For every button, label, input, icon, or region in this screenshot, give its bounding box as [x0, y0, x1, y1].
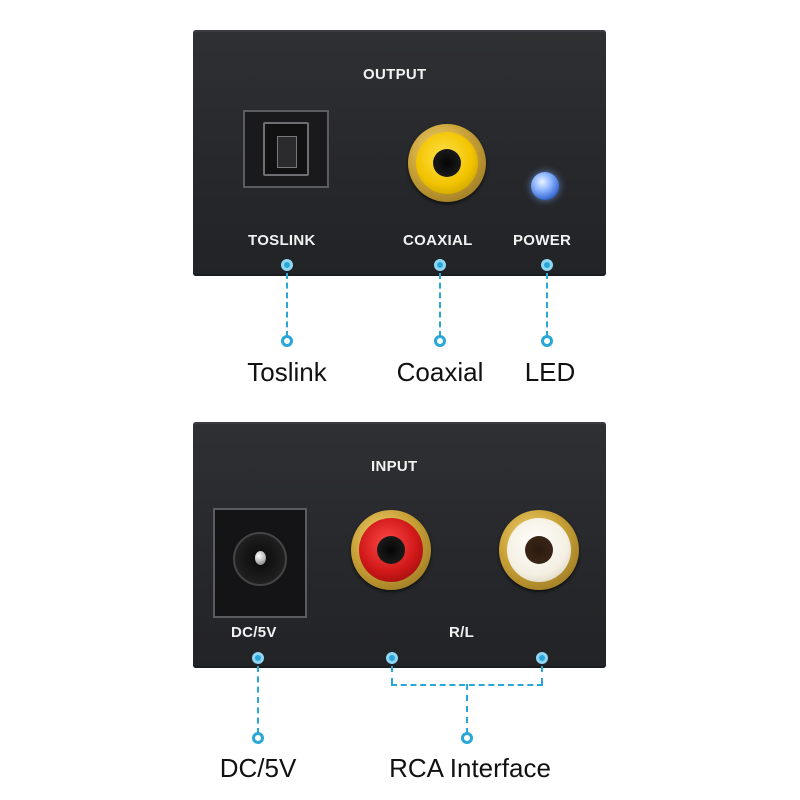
toslink-callout-dot: [281, 335, 293, 347]
rca-caption: RCA Interface: [389, 753, 551, 783]
toslink-port: [243, 110, 329, 188]
dc-jack-pin: [255, 551, 266, 565]
coaxial-marker: [434, 259, 446, 271]
rca-right-jack: [351, 510, 431, 590]
output-title: OUTPUT: [363, 66, 427, 83]
toslink-label: TOSLINK: [248, 232, 316, 249]
dc-power-jack: [213, 508, 307, 618]
rca-right-hole: [376, 535, 406, 565]
dc-caption: DC/5V: [219, 753, 297, 783]
rca-right-marker: [386, 652, 398, 664]
rca-left-jack: [499, 510, 579, 590]
dc-jack-hole: [233, 532, 287, 586]
coaxial-jack-hole: [432, 148, 462, 178]
coaxial-label: COAXIAL: [403, 232, 473, 249]
toslink-marker: [281, 259, 293, 271]
toslink-slot: [277, 136, 297, 168]
output-panel: OUTPUT TOSLINK COAXIAL POWER: [193, 30, 606, 276]
rca-left-marker: [536, 652, 548, 664]
power-label: POWER: [513, 232, 572, 249]
input-title: INPUT: [371, 458, 418, 475]
coaxial-caption: Coaxial: [396, 357, 484, 387]
dc-callout-dot: [252, 732, 264, 744]
coaxial-leader-line: [439, 273, 441, 337]
rca-left-hole: [524, 535, 554, 565]
led-callout-dot: [541, 335, 553, 347]
toslink-port-inner: [263, 122, 309, 176]
rca-right-leader-line: [391, 666, 393, 684]
dc-marker: [252, 652, 264, 664]
power-marker: [541, 259, 553, 271]
power-led: [531, 172, 559, 200]
dc-leader-line: [257, 666, 259, 734]
dc-label: DC/5V: [231, 624, 277, 641]
input-panel: INPUT DC/5V R/L: [193, 422, 606, 668]
rca-left-leader-line: [541, 666, 543, 684]
toslink-caption: Toslink: [247, 357, 327, 387]
rl-label: R/L: [449, 624, 475, 641]
toslink-leader-line: [286, 273, 288, 337]
led-leader-line: [546, 273, 548, 337]
rca-leader-line: [466, 684, 468, 734]
led-caption: LED: [524, 357, 576, 387]
coaxial-jack: [408, 124, 486, 202]
coaxial-callout-dot: [434, 335, 446, 347]
rca-callout-dot: [461, 732, 473, 744]
